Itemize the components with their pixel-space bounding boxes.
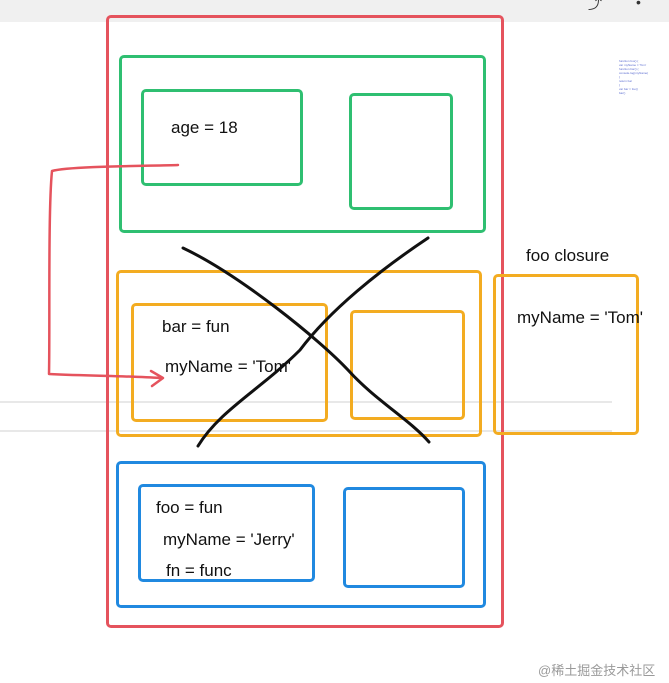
foo-fn-text: fn = func xyxy=(166,561,232,580)
bar-myname-text: myName = 'Tom' xyxy=(165,357,291,376)
code-minimap: function foo() { var myName = 'Tom' func… xyxy=(619,59,649,99)
foo-context-box xyxy=(116,461,486,608)
share-icon[interactable]: ⤴ xyxy=(588,0,602,12)
minimap-line: var myName = 'Tom' xyxy=(619,63,647,67)
bar-context-box xyxy=(116,270,482,437)
cross-out-line xyxy=(181,246,431,444)
minimap-line: } xyxy=(619,75,621,79)
arrow-head-icon xyxy=(149,369,165,388)
minimap-line: bar() xyxy=(619,91,626,95)
separator-line xyxy=(0,401,612,403)
global-age-text: age = 18 xyxy=(171,118,238,137)
more-icon[interactable]: • xyxy=(636,0,641,10)
bar-variable-environment xyxy=(131,303,328,422)
foo-variable-environment xyxy=(138,484,315,582)
global-context-box xyxy=(119,55,486,233)
global-variable-environment xyxy=(141,89,303,186)
bar-fun-text: bar = fun xyxy=(162,317,230,336)
call-stack-frame xyxy=(106,15,504,628)
foo-fun-text: foo = fun xyxy=(156,498,223,517)
minimap-line: } xyxy=(619,83,621,87)
global-lexical-environment xyxy=(349,93,453,210)
closure-box xyxy=(493,274,639,435)
watermark: @稀土掘金技术社区 xyxy=(538,663,656,678)
minimap-line: return bar xyxy=(619,79,633,83)
cross-out-line xyxy=(196,236,430,448)
closure-value-text: myName = 'Tom' xyxy=(517,308,643,327)
minimap-line: function bar() { xyxy=(619,67,639,71)
closure-arrow xyxy=(47,163,180,380)
separator-line xyxy=(0,430,612,432)
bar-lexical-environment xyxy=(350,310,465,420)
foo-myname-text: myName = 'Jerry' xyxy=(163,530,295,549)
minimap-line: console.log(myName) xyxy=(619,71,649,75)
minimap-line: var bar = foo() xyxy=(619,87,638,91)
closure-title: foo closure xyxy=(526,246,610,265)
foo-lexical-environment xyxy=(343,487,465,588)
minimap-line: function foo() { xyxy=(619,59,639,63)
